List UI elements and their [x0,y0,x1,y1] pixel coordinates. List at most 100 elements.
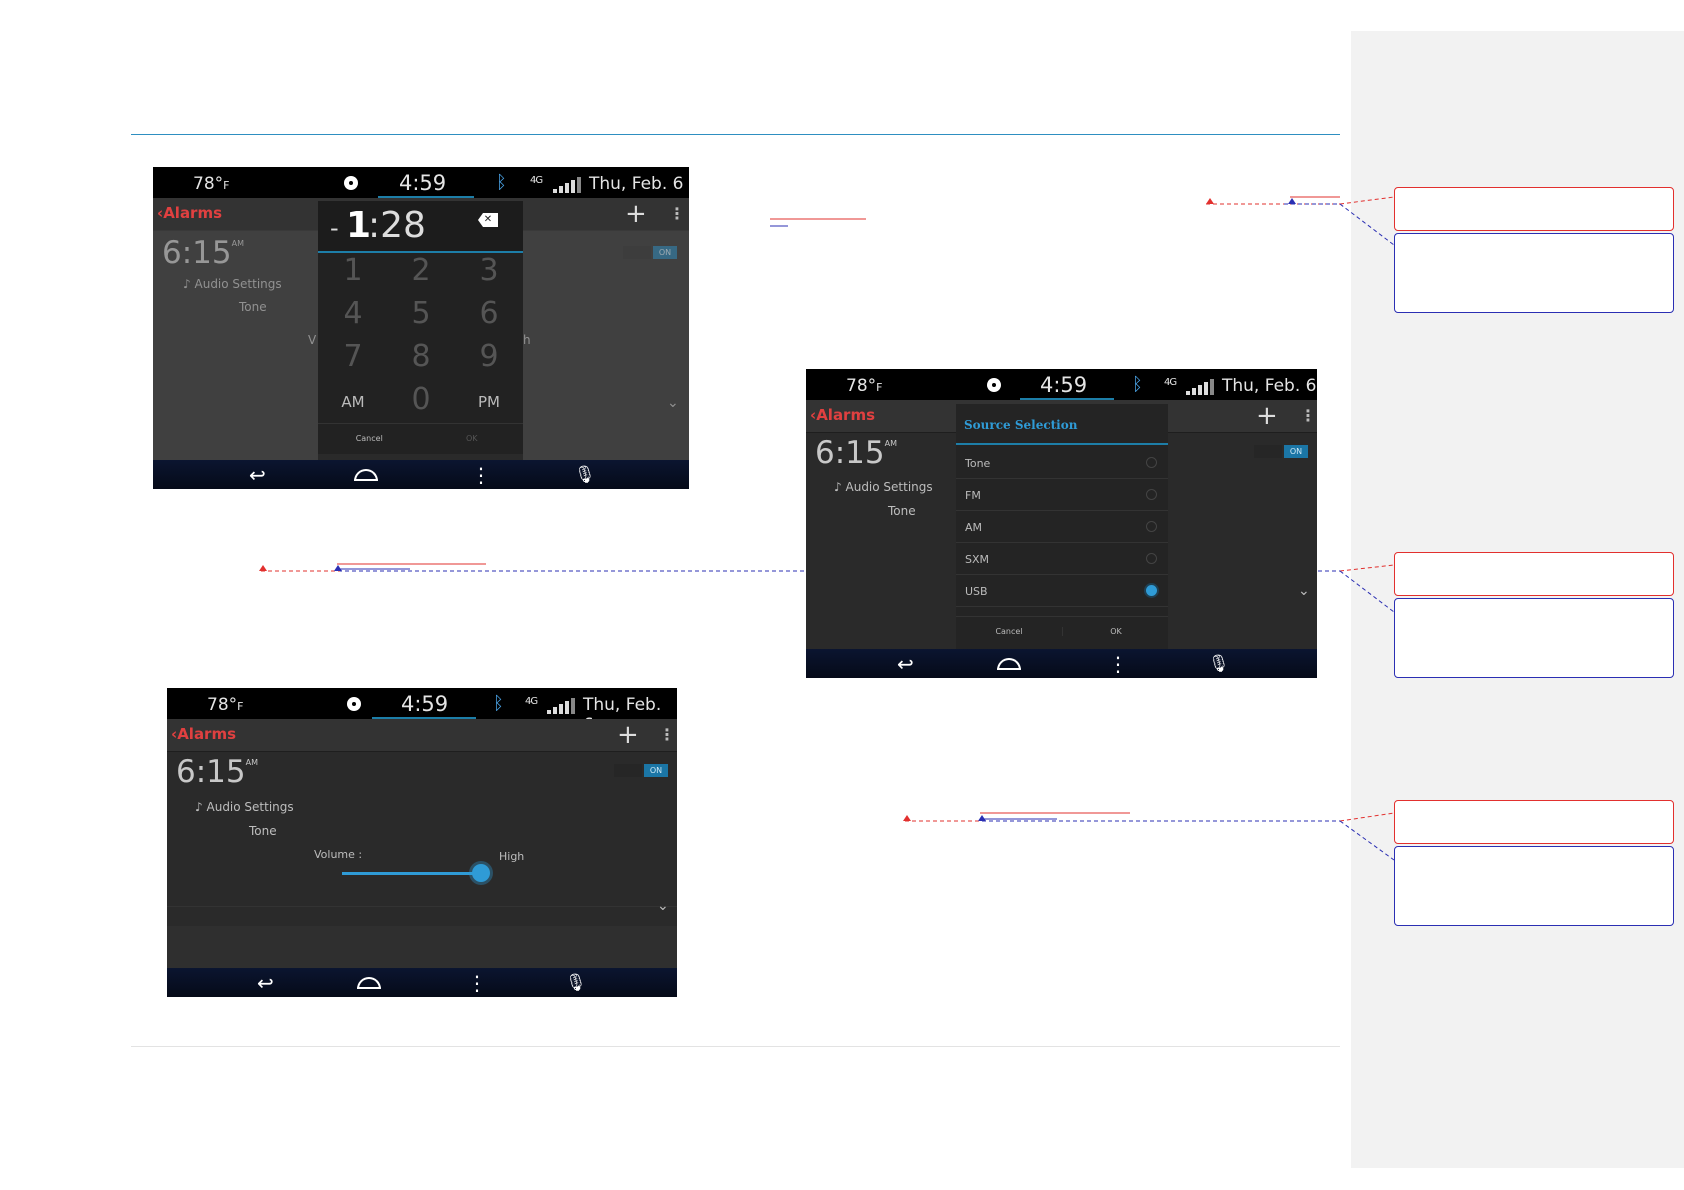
source-option-usb[interactable]: USB [956,576,1168,607]
back-arrow-icon[interactable]: ↩ [897,652,914,676]
cancel-button[interactable]: Cancel [355,434,383,443]
temperature: 78°F [207,695,244,715]
kebab-icon[interactable]: ⋮ [669,204,685,223]
key-3[interactable]: 3 [479,253,499,288]
audio-settings-label: ♪ Audio Settings [195,800,294,814]
plus-icon[interactable]: + [617,720,639,750]
music-note-icon: ♪ [834,480,842,494]
key-6[interactable]: 6 [479,296,499,331]
source-option-tone[interactable]: Tone [956,448,1168,479]
comment-author-box-3[interactable] [1394,800,1674,844]
chevron-down-icon[interactable]: ⌄ [657,898,669,914]
backspace-icon[interactable]: ✕ [478,213,498,227]
home-icon[interactable] [357,977,381,989]
comment-body-box-1[interactable] [1394,233,1674,313]
timer-hour: 1 [346,205,372,246]
back-arrow-icon[interactable]: ↩ [257,971,274,995]
key-5[interactable]: 5 [411,296,431,331]
keypad-button-row: Cancel OK [318,423,523,454]
radio-button[interactable] [1146,457,1157,468]
network-label: 4G [530,175,543,186]
timer-keypad-dialog: - 1 :28 ✕ 1 2 3 4 5 6 7 8 9 AM 0 PM Canc… [318,201,523,454]
key-7[interactable]: 7 [343,339,363,374]
music-note-icon: ♪ [183,277,191,291]
chevron-down-icon[interactable]: ⌄ [1298,583,1310,599]
microphone-icon[interactable]: 🎙 [574,465,596,485]
cancel-button[interactable]: Cancel [995,627,1023,636]
chevron-down-icon[interactable]: ⌄ [667,395,679,411]
home-icon[interactable] [997,658,1021,670]
key-2[interactable]: 2 [411,253,431,288]
radio-button[interactable] [1146,521,1157,532]
navigation-bar: ↩ ⋮ 🎙 [153,460,689,489]
key-4[interactable]: 4 [343,296,363,331]
network-label: 4G [1164,377,1177,388]
status-bar: 78°F 4:59 ᛒ 4G Thu, Feb. 6 [806,369,1317,400]
menu-dots-icon[interactable]: ⋮ [1108,652,1128,676]
volume-label: Volume : [314,848,363,861]
plus-icon[interactable]: + [625,199,647,229]
source-option-fm[interactable]: FM [956,480,1168,511]
back-arrow-icon[interactable]: ↩ [249,463,266,487]
dim-overlay-left [153,230,318,460]
radio-button-selected[interactable] [1146,585,1157,596]
alarm-on-toggle[interactable]: ON [1284,445,1308,458]
source-selection-dialog: Source Selection Tone FM AM SXM USB Canc… [956,404,1168,649]
time-underline [378,196,474,198]
radio-button[interactable] [1146,553,1157,564]
time-underline [372,717,476,719]
temperature: 78°F [193,174,230,194]
volume-value-partial: h [523,333,531,347]
tone-setting[interactable]: Tone [239,300,267,314]
comment-author-box-1[interactable] [1394,187,1674,231]
screenshot-timer-keypad: 78°F 4:59 ᛒ 4G Thu, Feb. 6 ‹Alarms + ⋮ 6… [153,167,689,489]
volume-value: High [499,850,525,863]
key-pm[interactable]: PM [478,393,500,411]
radio-button[interactable] [1146,489,1157,500]
disc-icon [347,697,361,711]
kebab-icon[interactable]: ⋮ [1300,406,1316,425]
header-rule [131,134,1340,135]
alarms-back-button[interactable]: ‹Alarms [157,204,223,222]
disc-icon [344,176,358,190]
clock-time: 4:59 [401,692,449,716]
menu-dots-icon[interactable]: ⋮ [471,463,491,487]
alarms-back-button[interactable]: ‹Alarms [171,725,237,743]
key-am[interactable]: AM [341,393,365,411]
disc-icon [987,378,1001,392]
key-8[interactable]: 8 [411,339,431,374]
plus-icon[interactable]: + [1256,401,1278,431]
alarm-on-toggle[interactable]: ON [644,764,668,777]
kebab-icon[interactable]: ⋮ [659,725,675,744]
key-1[interactable]: 1 [343,253,363,288]
alarm-time: 6:15AM [815,435,897,471]
volume-slider-fill [342,872,481,875]
key-0[interactable]: 0 [411,382,431,417]
tone-setting[interactable]: Tone [249,824,277,838]
clock-time: 4:59 [1040,373,1088,397]
timer-display: - 1 :28 ✕ [318,201,523,253]
audio-settings-label: ♪ Audio Settings [183,277,282,291]
source-option-am[interactable]: AM [956,512,1168,543]
option-label: AM [965,521,983,534]
comment-author-box-2[interactable] [1394,552,1674,596]
ok-button[interactable]: OK [1062,627,1169,636]
key-9[interactable]: 9 [479,339,499,374]
tone-setting[interactable]: Tone [888,504,916,518]
home-icon[interactable] [354,469,378,481]
toggle-track [623,246,651,259]
bluetooth-icon: ᛒ [493,693,504,714]
microphone-icon[interactable]: 🎙 [565,973,587,993]
volume-slider-handle[interactable] [471,864,490,882]
comment-body-box-2[interactable] [1394,598,1674,678]
date: Thu, Feb. 6 [1222,376,1317,396]
microphone-icon[interactable]: 🎙 [1208,654,1230,674]
comment-body-box-3[interactable] [1394,846,1674,926]
source-option-sxm[interactable]: SXM [956,544,1168,575]
ok-button[interactable]: OK [465,434,478,443]
menu-dots-icon[interactable]: ⋮ [467,971,487,995]
alarm-on-toggle[interactable]: ON [653,246,677,259]
lower-panel [167,926,677,968]
alarm-time: 6:15AM [176,754,258,790]
alarms-back-button[interactable]: ‹Alarms [810,406,876,424]
